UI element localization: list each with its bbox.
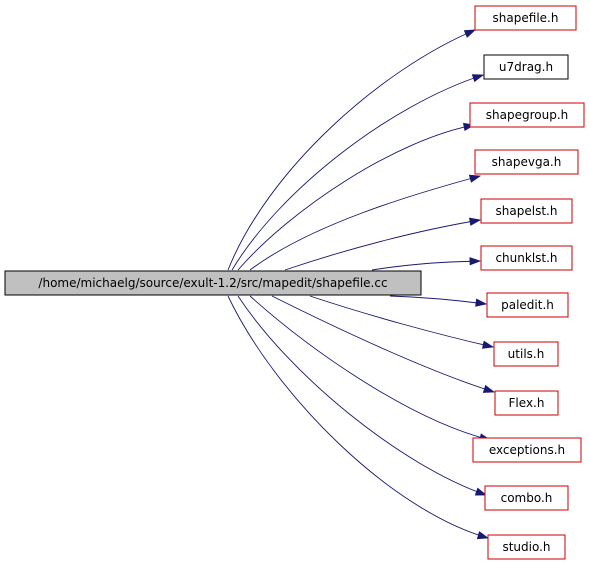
arrowhead-paledit bbox=[475, 298, 488, 307]
include-node-studio[interactable]: studio.h bbox=[487, 534, 566, 560]
root-node-label: /home/michaelg/source/exult-1.2/src/mape… bbox=[38, 276, 387, 290]
include-node-exceptions[interactable]: exceptions.h bbox=[472, 437, 582, 463]
include-node-box[interactable] bbox=[486, 292, 569, 318]
edge-to-shapelst bbox=[284, 219, 481, 271]
include-node-label[interactable]: shapevga.h bbox=[492, 155, 562, 169]
include-node-box[interactable] bbox=[480, 245, 573, 271]
arrowhead-chunklst bbox=[469, 257, 482, 266]
include-node-box[interactable] bbox=[472, 437, 582, 463]
include-node-shapelst[interactable]: shapelst.h bbox=[480, 198, 573, 224]
include-node-box[interactable] bbox=[474, 149, 579, 175]
edge-to-u7drag bbox=[231, 74, 484, 271]
include-node-box[interactable] bbox=[484, 485, 569, 511]
root-node-box bbox=[4, 270, 422, 296]
include-node-label[interactable]: chunklst.h bbox=[495, 251, 557, 265]
include-node-label[interactable]: utils.h bbox=[508, 347, 545, 361]
include-node-label[interactable]: paledit.h bbox=[501, 298, 554, 312]
edge-to-paledit bbox=[389, 295, 487, 305]
include-node-label[interactable]: u7drag.h bbox=[499, 60, 553, 74]
include-node-u7drag[interactable]: u7drag.h bbox=[483, 54, 569, 80]
edge-to-studio bbox=[227, 295, 489, 539]
edge-to-combo bbox=[237, 295, 487, 496]
edge-to-exceptions bbox=[249, 295, 491, 441]
include-node-label[interactable]: exceptions.h bbox=[489, 443, 565, 457]
include-node-label[interactable]: Flex.h bbox=[509, 396, 545, 410]
include-node-label[interactable]: studio.h bbox=[502, 540, 550, 554]
include-node-label[interactable]: combo.h bbox=[501, 491, 553, 505]
include-node-box[interactable] bbox=[480, 198, 573, 224]
include-node-paledit[interactable]: paledit.h bbox=[486, 292, 569, 318]
edge-to-flex bbox=[271, 295, 495, 393]
include-node-flex[interactable]: Flex.h bbox=[494, 390, 559, 416]
include-node-box[interactable] bbox=[494, 390, 559, 416]
arrowhead-u7drag bbox=[471, 74, 485, 83]
include-node-utils[interactable]: utils.h bbox=[493, 341, 559, 367]
nodes: /home/michaelg/source/exult-1.2/src/mape… bbox=[4, 5, 585, 560]
include-node-label[interactable]: shapefile.h bbox=[493, 11, 559, 25]
include-node-label[interactable]: shapegroup.h bbox=[486, 108, 568, 122]
edge-to-utils bbox=[309, 295, 494, 348]
edge-to-shapegroup bbox=[237, 124, 475, 271]
arrowhead-shapefile bbox=[463, 29, 477, 38]
include-node-box[interactable] bbox=[469, 102, 585, 128]
include-node-shapegroup[interactable]: shapegroup.h bbox=[469, 102, 585, 128]
arrowhead-flex bbox=[482, 384, 496, 393]
include-node-box[interactable] bbox=[483, 54, 569, 80]
root-node: /home/michaelg/source/exult-1.2/src/mape… bbox=[4, 270, 422, 296]
include-node-chunklst[interactable]: chunklst.h bbox=[480, 245, 573, 271]
arrowhead-shapevga bbox=[468, 174, 482, 183]
edge-to-shapefile bbox=[227, 29, 476, 271]
include-node-combo[interactable]: combo.h bbox=[484, 485, 569, 511]
include-node-shapevga[interactable]: shapevga.h bbox=[474, 149, 579, 175]
arrowhead-studio bbox=[476, 531, 490, 540]
edges bbox=[227, 29, 496, 540]
arrowhead-combo bbox=[474, 487, 488, 496]
include-node-shapefile[interactable]: shapefile.h bbox=[474, 5, 577, 31]
include-node-label[interactable]: shapelst.h bbox=[496, 204, 558, 218]
include-node-box[interactable] bbox=[487, 534, 566, 560]
include-node-box[interactable] bbox=[493, 341, 559, 367]
arrowhead-shapelst bbox=[469, 217, 482, 226]
edge-to-shapevga bbox=[249, 175, 481, 271]
edge-to-chunklst bbox=[371, 260, 481, 271]
include-node-box[interactable] bbox=[474, 5, 577, 31]
arrowhead-utils bbox=[481, 340, 495, 349]
